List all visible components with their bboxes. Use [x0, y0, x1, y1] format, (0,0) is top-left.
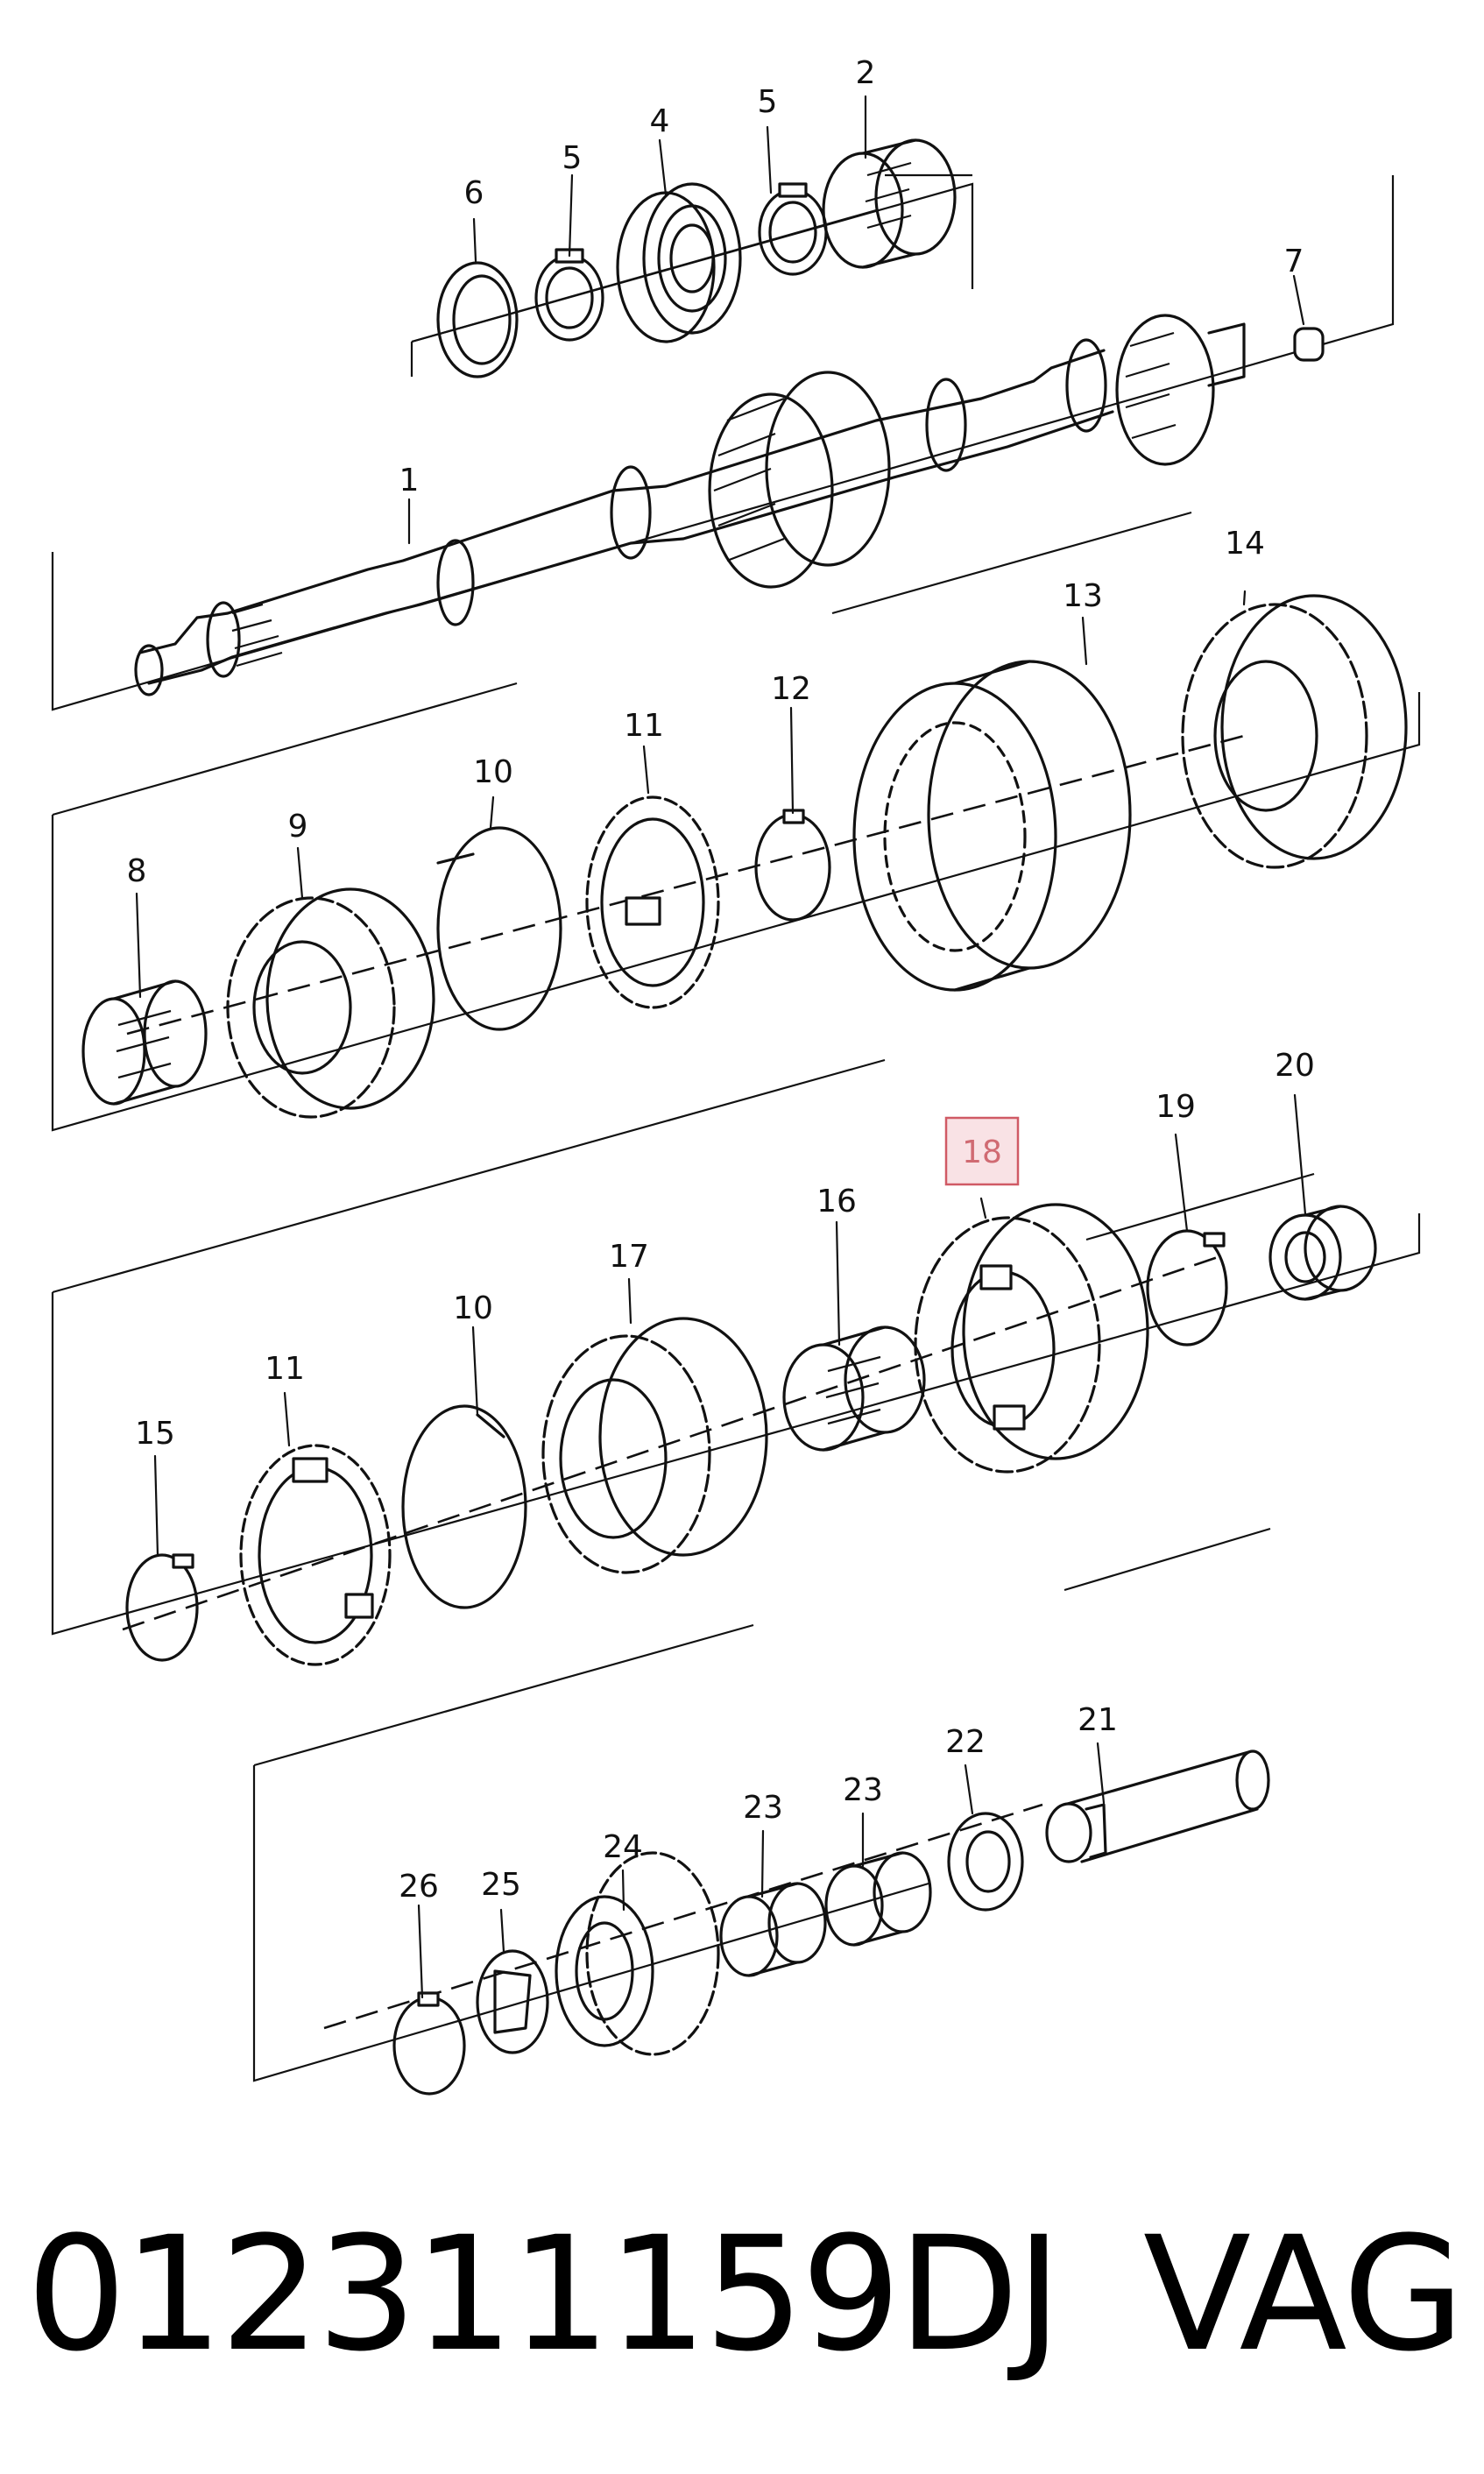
- label-20: 20: [1275, 1048, 1315, 1084]
- label-14: 14: [1225, 526, 1265, 562]
- label-9: 9: [288, 809, 308, 845]
- gear-17: [541, 1317, 768, 1574]
- label-21: 21: [1078, 1702, 1118, 1738]
- synchro-ring-11-upper: [585, 795, 720, 1009]
- needle-bearing-23-right: [824, 1851, 932, 1947]
- label-7: 7: [1284, 244, 1304, 279]
- callout-labels: 1 2 4 5 5 6 7 8 9 10 11 12 13 14 15 16 1…: [127, 55, 1315, 1905]
- synchro-ring-11-lower: [239, 1444, 392, 1666]
- label-10-upper: 10: [473, 754, 513, 790]
- needle-cage-16: [782, 1325, 926, 1452]
- gear-9: [226, 887, 435, 1119]
- shaft-gear-a: [708, 371, 891, 589]
- reverse-shaft-21: [1045, 1749, 1270, 1863]
- label-18: 18: [962, 1135, 1002, 1170]
- label-13: 13: [1063, 578, 1103, 614]
- label-17: 17: [609, 1239, 649, 1275]
- label-19: 19: [1155, 1089, 1196, 1125]
- label-11-upper: 11: [624, 708, 664, 744]
- washer-6: [436, 261, 519, 378]
- label-11-lower: 11: [265, 1351, 305, 1387]
- circlip-26: [392, 1991, 466, 2096]
- spring-ring-10-lower: [401, 1404, 527, 1609]
- shaft-gear-b: [1115, 314, 1215, 466]
- circlip-12: [754, 809, 831, 922]
- pin-7: [1293, 327, 1325, 362]
- label-23-left: 23: [743, 1790, 783, 1826]
- label-15: 15: [135, 1416, 175, 1452]
- spring-ring-10-upper: [436, 826, 562, 1031]
- label-2: 2: [856, 55, 876, 91]
- highlight-box-18: [944, 1116, 1020, 1186]
- thrust-washer-22: [947, 1812, 1024, 1912]
- needle-cage-8: [81, 979, 208, 1106]
- needle-bearing-23-left: [719, 1882, 827, 1977]
- brand-name: VAG: [1142, 2203, 1465, 2386]
- group-reverse-idler: [252, 1527, 1271, 2096]
- leader-lines: [135, 95, 1307, 1999]
- circlip-19: [1146, 1229, 1228, 1347]
- label-8: 8: [127, 853, 147, 889]
- label-4: 4: [650, 103, 670, 139]
- label-24: 24: [603, 1829, 643, 1865]
- label-6: 6: [464, 175, 484, 211]
- reverse-gear-24: [555, 1851, 720, 2056]
- label-22: 22: [945, 1724, 986, 1760]
- label-12: 12: [771, 671, 811, 707]
- circlip-5-left: [534, 248, 604, 342]
- label-1: 1: [399, 463, 420, 498]
- label-5-right: 5: [758, 84, 778, 120]
- bearing-4: [616, 182, 742, 343]
- label-23-right: 23: [843, 1772, 883, 1808]
- label-25: 25: [481, 1867, 521, 1903]
- group-synchro-5th: [51, 1058, 1421, 1666]
- label-5-left: 5: [562, 140, 583, 176]
- circlip-5-right: [758, 182, 828, 276]
- group-synchro-4th: [51, 511, 1421, 1132]
- shaft-1: [134, 314, 1246, 696]
- gear-14: [1181, 594, 1408, 869]
- group-input-shaft: [51, 138, 1395, 711]
- needle-bearing-2: [822, 138, 957, 269]
- washer-25: [476, 1949, 549, 2054]
- bush-20: [1268, 1205, 1377, 1301]
- label-10-lower: 10: [453, 1290, 493, 1326]
- gear-18: [914, 1203, 1149, 1474]
- part-number: 012311159DJ: [26, 2203, 1062, 2386]
- synchro-sleeve-13: [852, 660, 1132, 992]
- label-26: 26: [399, 1869, 439, 1905]
- part-caption: 012311159DJ VAG: [26, 2190, 1465, 2400]
- circlip-15: [125, 1553, 199, 1662]
- label-16: 16: [816, 1184, 857, 1219]
